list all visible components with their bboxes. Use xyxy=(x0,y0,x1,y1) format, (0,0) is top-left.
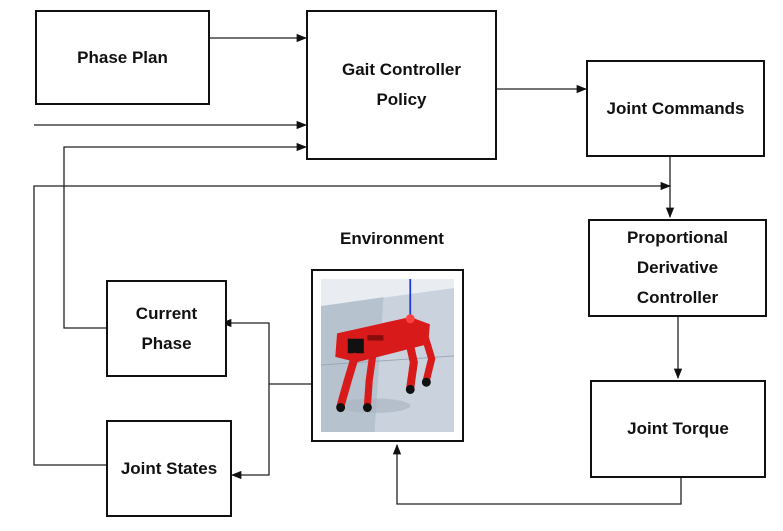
phase-plan-box: Phase Plan xyxy=(35,10,210,105)
joint-commands-box: Joint Commands xyxy=(586,60,765,157)
environment-frame xyxy=(311,269,464,442)
joint-torque-box: Joint Torque xyxy=(590,380,766,478)
phase-plan-label: Phase Plan xyxy=(77,47,168,67)
gait-controller-box: Gait Controller Policy xyxy=(306,10,497,160)
joint-commands-label: Joint Commands xyxy=(606,98,745,118)
arrow-current-phase-to-gait xyxy=(63,142,308,329)
current-phase-box: Current Phase xyxy=(106,280,227,377)
joint-torque-label: Joint Torque xyxy=(627,419,729,438)
arrow-environment-to-current-phase xyxy=(220,318,311,385)
arrow-joint-torque-to-environment xyxy=(392,443,682,505)
environment-caption: Environment xyxy=(340,229,444,248)
joint-states-label: Joint States xyxy=(120,458,218,478)
pd-controller-label: Proportional Derivative Controller xyxy=(626,228,729,307)
pd-controller-box: Proportional Derivative Controller xyxy=(588,219,767,317)
arrow-environment-to-joint-states xyxy=(230,384,270,480)
arrow-joint-states-to-pd xyxy=(33,181,672,466)
robot-icon xyxy=(335,314,436,413)
joint-states-box: Joint States xyxy=(106,420,232,517)
gait-controller-label: Gait Controller Policy xyxy=(341,60,461,109)
current-phase-label: Current Phase xyxy=(135,303,198,353)
environment-image xyxy=(321,279,454,432)
